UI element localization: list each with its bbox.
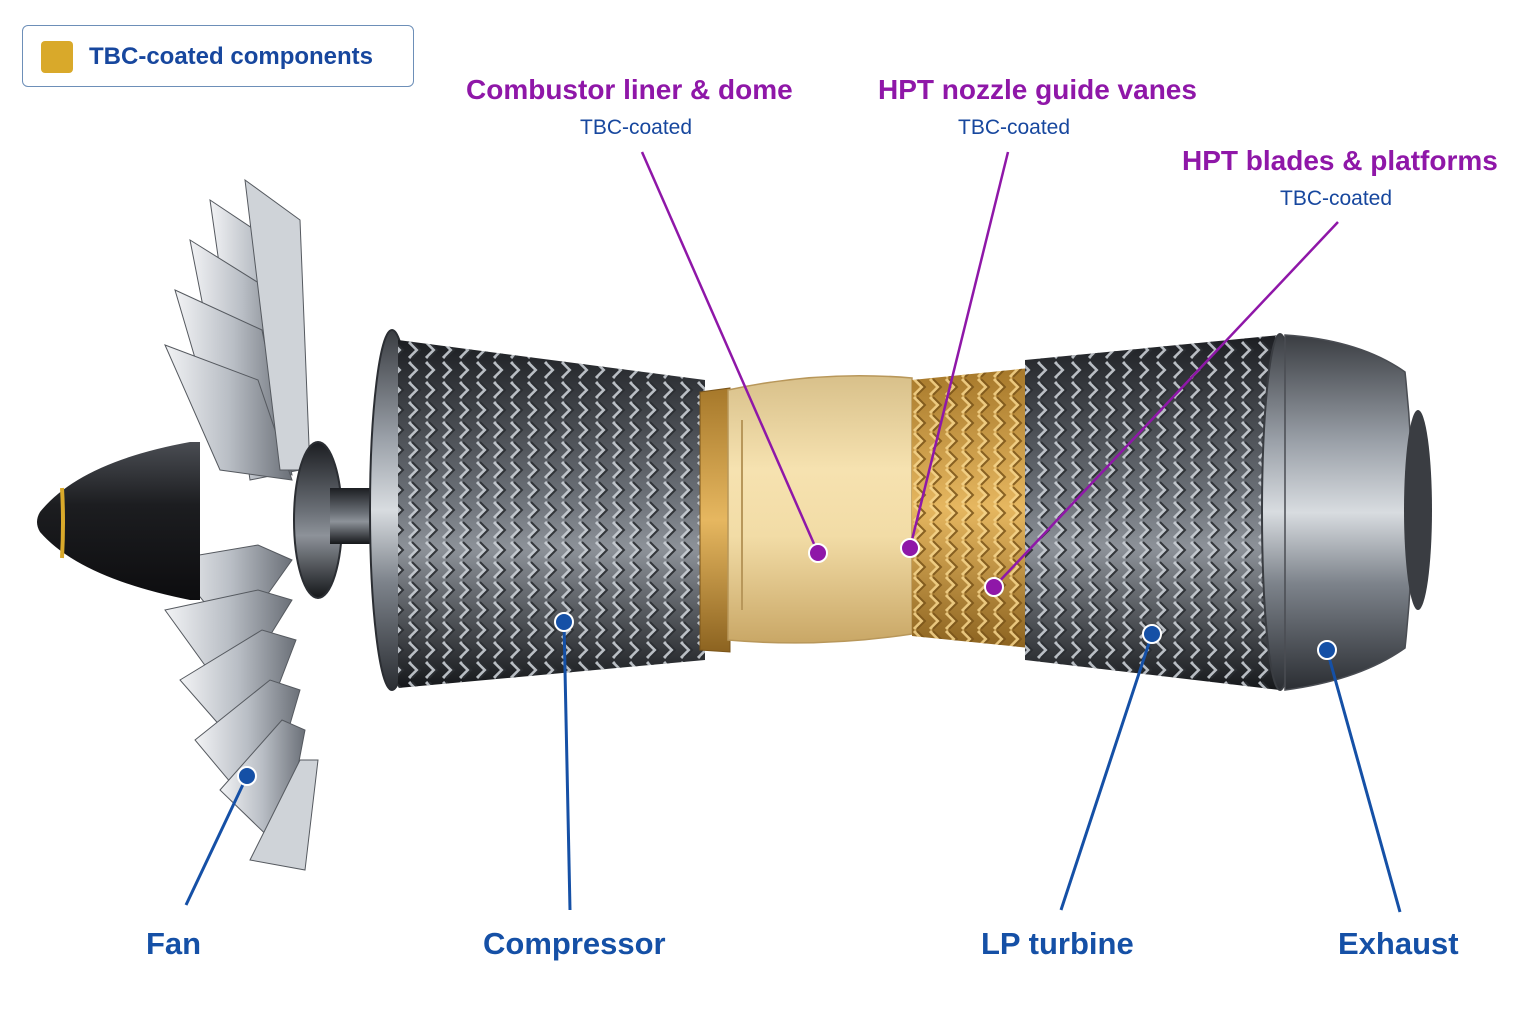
legend-label: TBC-coated components [89,43,374,70]
label-compressor: Compressor [483,926,666,961]
label-fan: Fan [146,926,202,961]
label-lp-turbine: LP turbine [981,926,1134,961]
leader-line-hpt-nozzle [908,151,1010,549]
marker-hpt-blades [984,577,1004,597]
sublabel-hpt-nozzle: TBC-coated [958,116,1071,139]
marker-compressor [554,612,574,632]
marker-combustor [808,543,828,563]
label-combustor: Combustor liner & dome [466,74,793,105]
combustor-front-ring [699,387,731,653]
label-exhaust: Exhaust [1338,926,1459,961]
leader-line-combustor [640,151,820,554]
marker-lp-turbine [1142,624,1162,644]
legend-swatch [41,41,73,73]
compressor-blades [398,340,705,688]
combustor-liner [727,374,913,644]
lp-turbine-blades [1025,335,1280,690]
label-hpt-blades: HPT blades & platforms [1182,145,1498,176]
leader-line-compressor [562,621,572,911]
leader-line-lp-turbine [1059,633,1154,911]
marker-exhaust [1317,640,1337,660]
marker-hpt-nozzle [900,538,920,558]
fan-blades [164,178,319,871]
leader-line-hpt-blades [993,221,1339,588]
marker-fan [237,766,257,786]
exhaust-nozzle [1404,410,1432,610]
hpt-blades [912,368,1030,648]
sublabel-hpt-blades: TBC-coated [1280,187,1393,210]
exhaust-cone [1284,334,1414,691]
nose-cone-ring [60,487,65,559]
leader-line-fan [184,775,249,906]
legend: TBC-coated components [22,25,414,87]
label-hpt-nozzle: HPT nozzle guide vanes [878,74,1197,105]
nose-cone [37,442,200,600]
leader-line-exhaust [1325,649,1402,913]
sublabel-combustor: TBC-coated [580,116,693,139]
